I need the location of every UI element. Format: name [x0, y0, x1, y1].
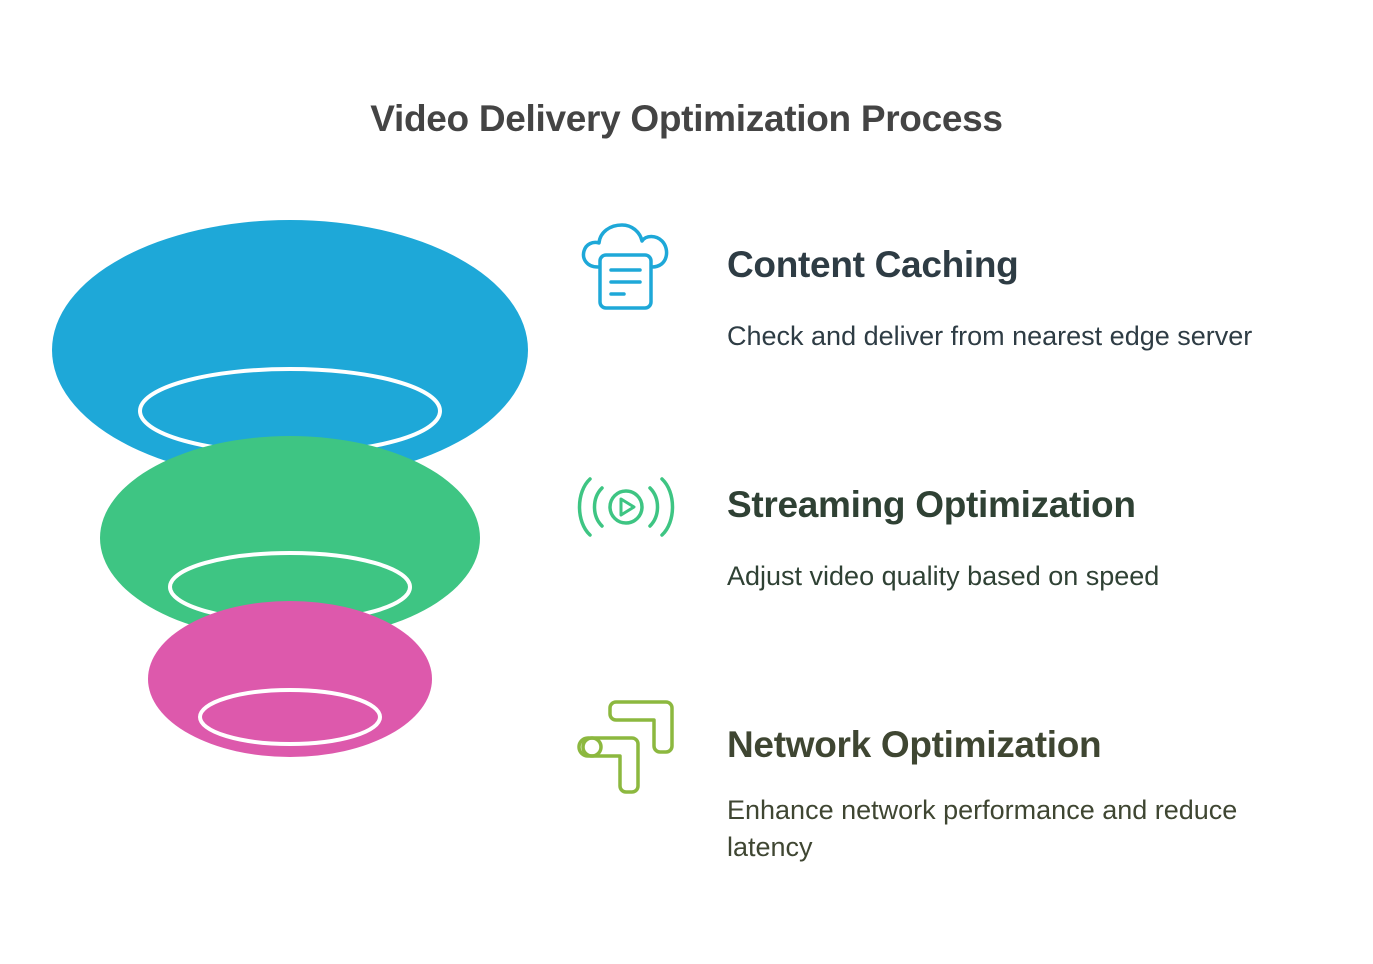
route-arrow-icon [577, 700, 674, 794]
step-title-content-caching: Content Caching [727, 244, 1019, 285]
step-description-content-caching: Check and deliver from nearest edge serv… [727, 321, 1253, 351]
funnel-layer-network-optimization [148, 601, 432, 757]
funnel-graphic [52, 220, 528, 757]
step-title-streaming-optimization: Streaming Optimization [727, 484, 1136, 525]
step-title-network-optimization: Network Optimization [727, 724, 1102, 765]
diagram-title: Video Delivery Optimization Process [370, 98, 1003, 139]
cloud-document-icon [581, 223, 669, 310]
funnel-layer-network-optimization-ring [198, 688, 382, 746]
step-description-network-optimization: Enhance network performance and reduce l… [727, 795, 1238, 862]
step-description-streaming-optimization: Adjust video quality based on speed [727, 561, 1160, 591]
funnel-layer-streaming-optimization [100, 436, 480, 640]
funnel-layer-content-caching [52, 220, 528, 480]
broadcast-play-icon [577, 477, 675, 537]
